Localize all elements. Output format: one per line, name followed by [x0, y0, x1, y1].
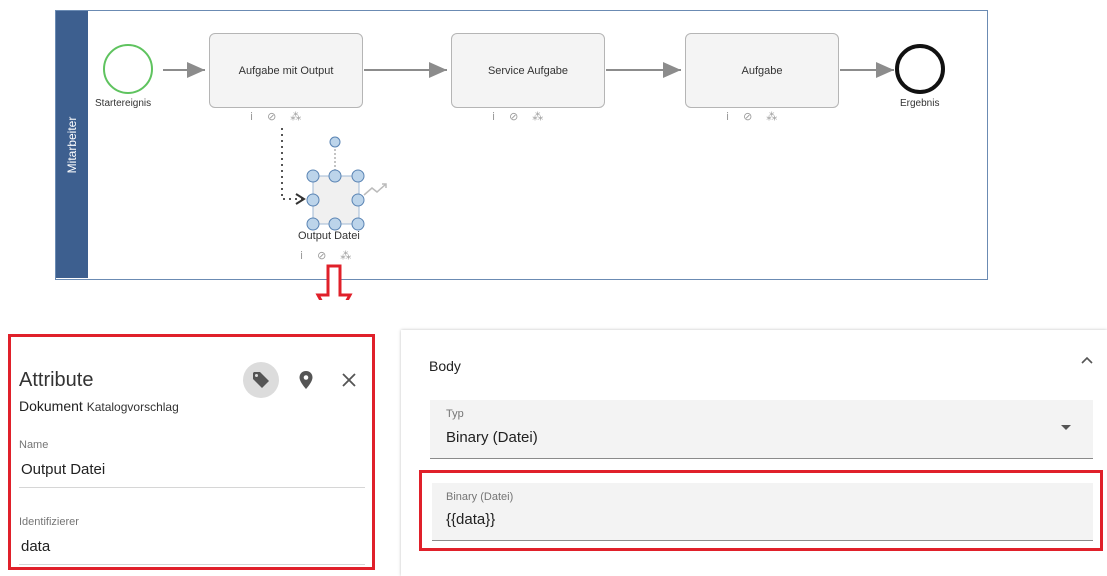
end-event-label: Ergebnis: [900, 98, 940, 109]
task-label: Aufgabe: [741, 64, 783, 77]
resize-handle[interactable]: [351, 217, 365, 231]
binary-field-highlight: Binary (Datei) {{data}}: [419, 470, 1103, 551]
task-icons: i ⊘ ⁂: [250, 110, 301, 123]
attribute-type-name: Dokument: [19, 398, 83, 414]
data-object-label: Output Datei: [298, 230, 360, 242]
data-association-arrowhead: [295, 193, 306, 205]
resize-handle[interactable]: [351, 169, 365, 183]
collapse-chevron-up-icon[interactable]: [1080, 354, 1094, 368]
attachment-icon[interactable]: ⊘: [743, 110, 753, 123]
task-label: Aufgabe mit Output: [238, 64, 334, 77]
info-icon[interactable]: i: [492, 110, 496, 123]
dropdown-arrow-icon[interactable]: [1060, 424, 1072, 432]
info-icon[interactable]: i: [250, 110, 254, 123]
name-field-label: Name: [19, 439, 49, 451]
task-icons: i ⊘ ⁂: [726, 110, 777, 123]
tag-button[interactable]: [243, 362, 279, 398]
start-event-label: Startereignis: [95, 98, 152, 109]
trend-icon[interactable]: [363, 183, 387, 196]
typ-select[interactable]: Typ Binary (Datei): [430, 400, 1093, 459]
info-icon[interactable]: i: [726, 110, 730, 123]
close-button[interactable]: [331, 362, 367, 398]
identifier-field[interactable]: data: [21, 538, 51, 555]
identifier-field-underline: [19, 564, 365, 565]
diagram-connectors: [103, 35, 945, 300]
down-arrow-indicator: [315, 264, 353, 300]
task-service-aufgabe[interactable]: Service Aufgabe: [451, 33, 605, 108]
attachment-icon[interactable]: ⊘: [317, 249, 327, 262]
binary-field[interactable]: Binary (Datei) {{data}}: [432, 483, 1093, 541]
close-icon: [342, 373, 356, 387]
location-pin-icon: [299, 371, 313, 389]
attachment-icon[interactable]: ⊘: [509, 110, 519, 123]
typ-select-value: Binary (Datei): [446, 429, 538, 446]
typ-select-label: Typ: [446, 408, 464, 420]
binary-field-value[interactable]: {{data}}: [446, 511, 496, 528]
end-event[interactable]: [895, 44, 945, 94]
info-icon[interactable]: i: [300, 249, 304, 262]
hierarchy-icon[interactable]: ⁂: [532, 110, 544, 123]
binary-field-label: Binary (Datei): [446, 491, 514, 503]
data-association[interactable]: [281, 128, 303, 200]
resize-handle[interactable]: [328, 217, 342, 231]
attribute-type: Dokument Katalogvorschlag: [19, 398, 179, 414]
tag-icon: [253, 372, 269, 388]
attribute-panel: Attribute Dokument Katalogvorschlag Name…: [8, 334, 375, 570]
resize-handle[interactable]: [306, 169, 320, 183]
attribute-type-suffix: Katalogvorschlag: [86, 400, 179, 414]
resize-handle[interactable]: [306, 193, 320, 207]
hierarchy-icon[interactable]: ⁂: [340, 249, 352, 262]
resize-handle[interactable]: [306, 217, 320, 231]
name-field-underline: [19, 487, 365, 488]
body-panel-title: Body: [429, 358, 461, 374]
resize-handle[interactable]: [351, 193, 365, 207]
task-label: Service Aufgabe: [487, 64, 569, 77]
hierarchy-icon[interactable]: ⁂: [766, 110, 778, 123]
data-object-icons: i ⊘ ⁂: [300, 249, 351, 262]
rotate-handle[interactable]: [329, 136, 341, 148]
attachment-icon[interactable]: ⊘: [267, 110, 277, 123]
task-aufgabe-mit-output[interactable]: Aufgabe mit Output: [209, 33, 363, 108]
identifier-field-label: Identifizierer: [19, 516, 79, 528]
location-button[interactable]: [288, 362, 324, 398]
resize-handle[interactable]: [328, 169, 342, 183]
attribute-panel-title: Attribute: [19, 369, 94, 391]
start-event[interactable]: [103, 44, 153, 94]
lane-header[interactable]: [56, 11, 88, 278]
task-aufgabe[interactable]: Aufgabe: [685, 33, 839, 108]
name-field[interactable]: Output Datei: [21, 461, 106, 478]
task-icons: i ⊘ ⁂: [492, 110, 543, 123]
hierarchy-icon[interactable]: ⁂: [290, 110, 302, 123]
